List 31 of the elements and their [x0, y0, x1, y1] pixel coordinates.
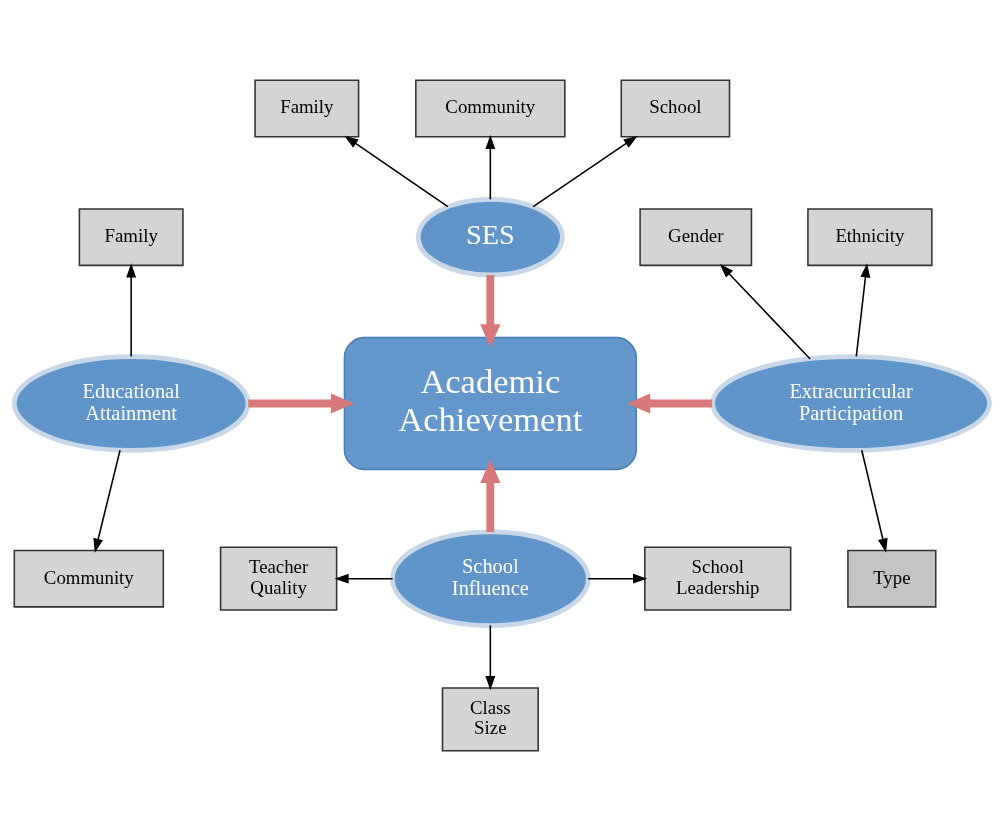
arrow — [485, 134, 496, 200]
node-box: School Leadership — [644, 546, 792, 611]
arrow — [248, 392, 355, 414]
arrow — [860, 449, 888, 553]
arrow — [627, 392, 713, 414]
arrow — [334, 573, 394, 584]
node-box: Gender — [639, 207, 753, 266]
arrow — [480, 459, 501, 532]
node-ellipse: Educational Attainment — [11, 353, 251, 453]
node-box: Family — [78, 207, 184, 266]
node-box: Community — [415, 79, 566, 138]
node-ellipse: Extracurricular Participation — [710, 353, 992, 453]
arrow — [93, 449, 121, 553]
arrow — [587, 573, 648, 584]
arrow — [126, 262, 137, 357]
node-box: Academic Achievement — [343, 336, 637, 470]
arrow — [485, 624, 496, 690]
node-box: Ethnicity — [807, 207, 933, 266]
node-box: Class Size — [441, 686, 539, 751]
arrow — [719, 263, 811, 360]
node-box: Type — [847, 549, 937, 608]
arrow — [855, 262, 871, 357]
node-ellipse: SES — [415, 196, 565, 277]
node-box: School — [620, 79, 731, 138]
arrow — [344, 135, 449, 207]
arrow — [532, 135, 638, 207]
node-box: Family — [254, 79, 360, 138]
node-box: Community — [13, 549, 165, 608]
arrow — [480, 274, 501, 347]
node-ellipse: School Influence — [390, 528, 591, 628]
node-box: Teacher Quality — [219, 546, 338, 611]
